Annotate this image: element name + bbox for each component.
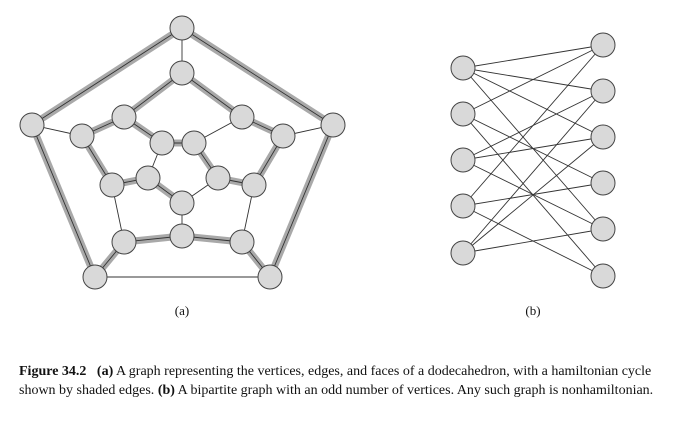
left-vertex <box>450 147 476 173</box>
graph-vertex <box>149 130 175 156</box>
graph-vertex <box>169 223 195 249</box>
figure-graphs <box>19 15 616 290</box>
graph-vertex <box>270 123 296 149</box>
graph-vertex <box>82 264 108 290</box>
dodecahedron-graph <box>19 15 346 290</box>
panel-a-label: (a) <box>174 303 190 318</box>
left-vertex <box>450 240 476 266</box>
left-vertex <box>450 101 476 127</box>
graph-vertex <box>205 165 231 191</box>
left-vertex <box>450 193 476 219</box>
graph-vertex <box>99 172 125 198</box>
right-vertex <box>590 263 616 289</box>
graph-vertex <box>111 229 137 255</box>
caption-part-a-marker: (a) <box>96 364 114 379</box>
bipartite-edge <box>462 44 604 115</box>
graph-vertex <box>257 264 283 290</box>
graph-vertex <box>229 104 255 130</box>
graph-vertex <box>241 172 267 198</box>
bipartite-edge <box>462 44 604 69</box>
graph-vertex <box>320 112 346 138</box>
right-vertex <box>590 216 616 242</box>
graph-edge <box>31 124 96 278</box>
right-vertex <box>590 124 616 150</box>
graph-vertex <box>111 104 137 130</box>
figure-caption: Figure 34.2 (a) A graph representing the… <box>19 362 659 400</box>
left-vertex <box>450 55 476 81</box>
right-vertex <box>590 78 616 104</box>
right-vertex <box>590 170 616 196</box>
graph-vertex <box>135 165 161 191</box>
graph-vertex <box>69 123 95 149</box>
bipartite-edge <box>462 136 604 161</box>
graph-vertex <box>19 112 45 138</box>
bipartite-graph <box>450 32 616 289</box>
graph-edge <box>269 124 334 278</box>
bipartite-edges <box>462 44 604 277</box>
caption-part-b-marker: (b) <box>157 383 175 398</box>
graph-vertex <box>169 190 195 216</box>
caption-part-a-text: A graph representing the vertices, edges… <box>19 364 652 398</box>
graph-vertex <box>169 60 195 86</box>
bipartite-edge <box>462 136 604 254</box>
bipartite-vertices <box>450 32 616 289</box>
dodecahedron-vertices <box>19 15 346 290</box>
caption-part-b-text: A bipartite graph with an odd number of … <box>174 383 654 398</box>
graph-vertex <box>181 130 207 156</box>
panel-b-label: (b) <box>525 303 541 318</box>
bipartite-edge <box>462 228 604 254</box>
right-vertex <box>590 32 616 58</box>
bipartite-edge <box>462 90 604 254</box>
bipartite-edge <box>462 44 604 207</box>
graph-edge <box>181 27 334 126</box>
graph-vertex <box>229 229 255 255</box>
caption-figure-number: Figure 34.2 <box>19 364 87 379</box>
bipartite-edge <box>462 67 604 138</box>
graph-edge <box>31 27 183 126</box>
graph-vertex <box>169 15 195 41</box>
